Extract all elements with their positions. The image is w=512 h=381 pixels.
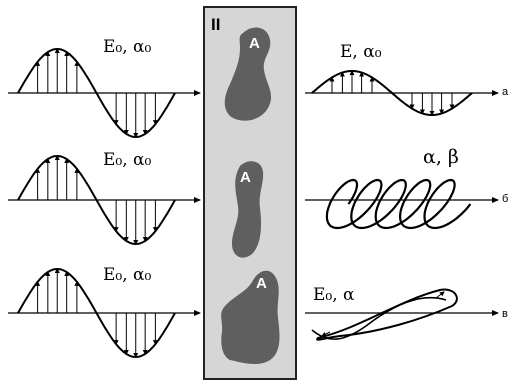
axis-label-a: а <box>502 86 509 98</box>
incident-wave-middle <box>8 154 201 246</box>
sample-label-top: A <box>249 35 260 52</box>
sample-shape-middle <box>232 161 264 258</box>
incident-label-middle: E₀, α₀ <box>103 150 152 170</box>
helix-curve <box>325 178 472 230</box>
incident-label-bottom: E₀, α₀ <box>103 265 152 285</box>
ellipse-inner-curve <box>311 296 447 340</box>
axis-label-c: в <box>502 308 508 320</box>
rotation-arrow <box>321 331 331 337</box>
sample-shape-top <box>224 27 272 121</box>
sample-label-middle: A <box>240 169 251 186</box>
outgoing-wave-a <box>305 70 499 116</box>
axis-label-b: б <box>502 193 508 205</box>
sine-curve <box>311 70 473 116</box>
outgoing-helix-b <box>305 178 499 230</box>
outgoing-label-c: E₀, α <box>313 285 355 305</box>
panel-label: II <box>211 15 220 34</box>
outgoing-label-a: E, α₀ <box>340 42 382 62</box>
sine-curve <box>17 47 176 139</box>
incident-wave-top <box>8 47 201 139</box>
incident-label-top: E₀, α₀ <box>103 37 152 57</box>
rotation-arrow <box>435 291 445 299</box>
incident-wave-bottom <box>8 267 201 359</box>
sine-curve <box>17 154 176 246</box>
ellipse-curve <box>316 288 458 341</box>
sample-shape-bottom <box>221 270 280 365</box>
sample-label-bottom: A <box>256 275 267 292</box>
outgoing-ellipse-c <box>305 288 499 341</box>
outgoing-label-b: α, β <box>423 146 459 168</box>
sine-curve <box>17 267 176 359</box>
